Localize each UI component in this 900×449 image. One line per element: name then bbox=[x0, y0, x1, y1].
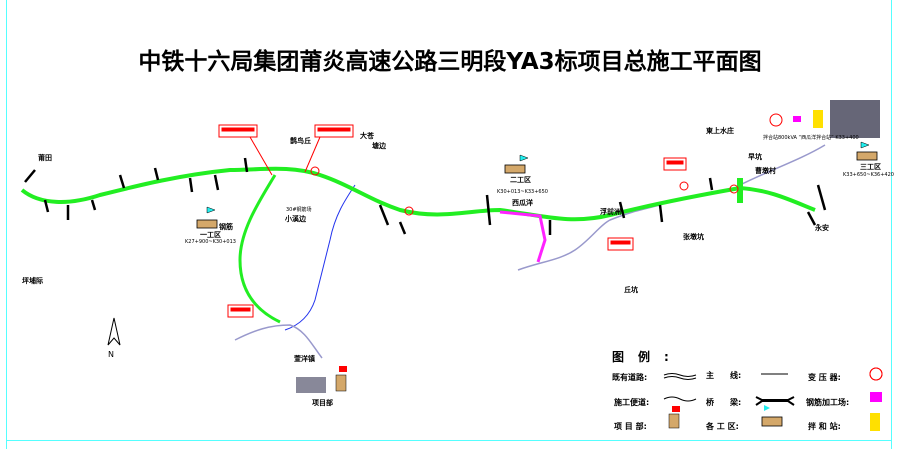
place-label: 東上水庄 bbox=[706, 127, 734, 135]
site-photo bbox=[830, 100, 880, 138]
access-road bbox=[499, 210, 547, 263]
work-area-range: K27+900~K30+013 bbox=[185, 239, 236, 245]
legend-label: 拌 和 站: bbox=[808, 422, 841, 431]
place-label: 张墩坑 bbox=[683, 233, 704, 241]
work-area-icon bbox=[196, 151, 878, 229]
place-label: 萱洋镇 bbox=[294, 355, 315, 363]
work-area-icon bbox=[761, 405, 783, 427]
legend-label: 既有道路: bbox=[612, 373, 648, 382]
site-photo bbox=[296, 377, 326, 393]
main-line bbox=[20, 166, 816, 222]
place-label: 莆田 bbox=[38, 154, 52, 162]
mixing-station-icon bbox=[813, 110, 823, 128]
legend-symbols bbox=[663, 367, 883, 406]
interchange bbox=[737, 178, 743, 203]
project-dept-icon bbox=[668, 406, 680, 429]
place-label: 塘边 bbox=[372, 142, 386, 150]
place-label: 大苍 bbox=[360, 132, 374, 140]
work-area-name: 一工区 bbox=[200, 231, 221, 239]
main-line bbox=[238, 174, 281, 324]
place-label: 浮前洲 bbox=[600, 208, 621, 216]
work-area-extra: 钢筋 bbox=[219, 223, 233, 231]
work-area-name: 三工区 bbox=[860, 163, 881, 171]
river bbox=[284, 184, 356, 331]
place-label: 鹊鸟丘 bbox=[290, 137, 311, 145]
place-label: 永安 bbox=[815, 224, 829, 232]
place-note: 30#钢筋场 bbox=[286, 207, 312, 213]
place-label: 丘坑 bbox=[624, 286, 638, 294]
rebar-yard-icon bbox=[793, 116, 801, 122]
work-area-range: K33+650~K36+420 bbox=[843, 172, 894, 178]
existing-road bbox=[517, 204, 661, 271]
page-title: 中铁十六局集团莆炎高速公路三明段YA3标项目总施工平面图 bbox=[138, 49, 762, 75]
existing-road bbox=[739, 144, 826, 186]
legend-label: 桥 梁: bbox=[706, 398, 742, 407]
legend-title: 图例: bbox=[612, 350, 683, 364]
frame-border bbox=[6, 0, 7, 449]
legend-label: 各 工 区: bbox=[706, 422, 739, 431]
mixing-station-icon bbox=[870, 413, 880, 431]
place-label: 早坑 bbox=[748, 153, 762, 161]
transformer-icon bbox=[310, 113, 883, 381]
legend-label: 变 压 器: bbox=[808, 373, 841, 382]
north-label: N bbox=[108, 350, 114, 359]
rebar-yard-icon bbox=[870, 392, 882, 402]
place-label: 项目部 bbox=[312, 399, 333, 407]
place-label: 西瓜洋 bbox=[512, 199, 533, 207]
place-label: 小溪边 bbox=[285, 215, 306, 223]
work-area-name: 二工区 bbox=[510, 176, 531, 184]
legend-label: 施工便道: bbox=[614, 398, 650, 407]
legend-label: 项 目 部: bbox=[614, 422, 647, 431]
frame-border bbox=[891, 0, 892, 449]
legend-label: 钢筋加工场: bbox=[806, 398, 850, 407]
flag-icon bbox=[206, 141, 870, 214]
north-arrow-icon bbox=[107, 317, 121, 346]
culvert-marks bbox=[24, 157, 827, 235]
transformer-note: 拌合站800kVA “西瓜洋拌合站” K33+400 bbox=[763, 135, 859, 141]
legend-label: 主 线: bbox=[706, 371, 742, 380]
project-dept-icon bbox=[335, 366, 347, 392]
work-area-range: K30+013~K33+650 bbox=[497, 189, 548, 195]
place-label: 曹墩村 bbox=[755, 167, 776, 175]
bridge-icon bbox=[218, 124, 687, 318]
frame-border bbox=[6, 440, 892, 441]
existing-road bbox=[234, 324, 323, 359]
place-label: 坪埔际 bbox=[22, 277, 43, 285]
